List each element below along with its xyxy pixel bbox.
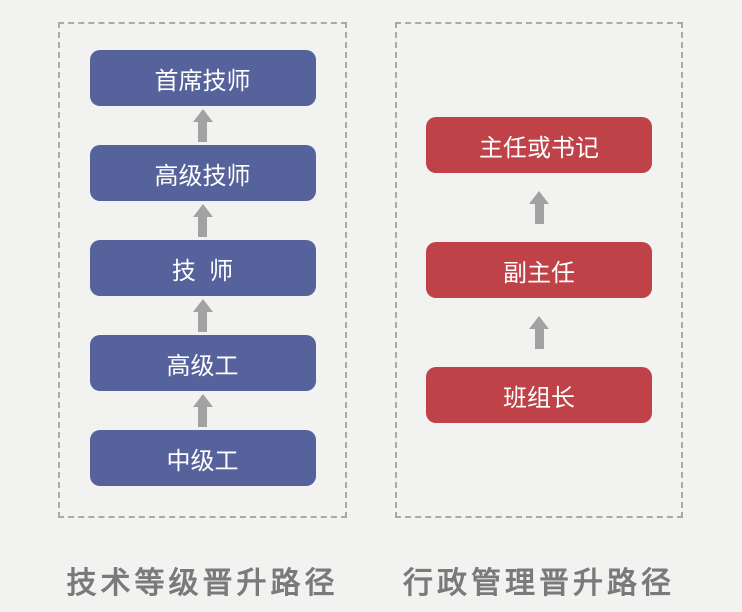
level-box-deputy-director: 副主任 (426, 242, 652, 298)
level-box-senior-technician: 高级技师 (89, 145, 316, 201)
up-arrow-icon (529, 298, 549, 367)
technical-path-panel: 首席技师 高级技师 技 师 高级工 中级工 (58, 22, 347, 518)
administrative-path-label: 行政管理晋升路径 (403, 567, 675, 600)
level-box-technician: 技 师 (89, 240, 316, 296)
technical-path-label: 技术等级晋升路径 (66, 567, 339, 600)
level-box-chief-technician: 首席技师 (89, 50, 316, 106)
up-arrow-icon (192, 391, 213, 430)
level-box-senior-worker: 高级工 (89, 335, 316, 391)
level-box-director-or-secretary: 主任或书记 (426, 117, 652, 173)
up-arrow-icon (192, 106, 213, 145)
up-arrow-icon (192, 201, 213, 240)
level-box-team-leader: 班组长 (426, 367, 652, 423)
level-box-intermediate-worker: 中级工 (89, 430, 316, 486)
up-arrow-icon (192, 296, 213, 335)
administrative-path-panel: 主任或书记 副主任 班组长 (395, 22, 683, 518)
up-arrow-icon (529, 173, 549, 242)
